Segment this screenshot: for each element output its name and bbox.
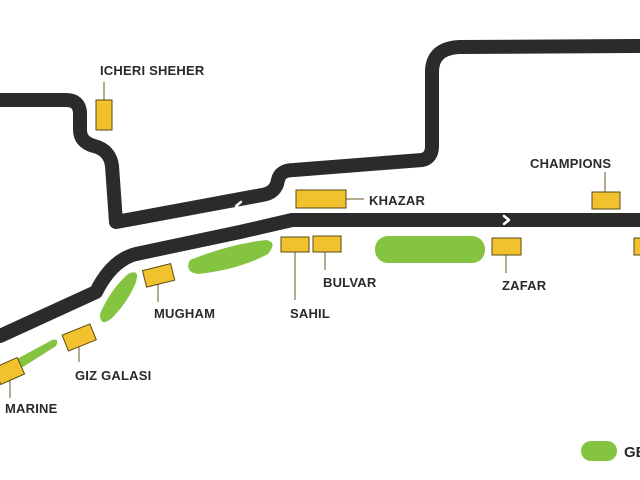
label-giz-galasi: GIZ GALASI bbox=[75, 368, 151, 383]
green-area-giz-galasi bbox=[100, 272, 137, 323]
leader-lines bbox=[9, 82, 606, 398]
label-icheri-sheher: ICHERI SHEHER bbox=[100, 63, 205, 78]
zone-labels: ICHERI SHEHER CHAMPIONS KHAZAR BULVAR ZA… bbox=[5, 63, 611, 416]
chevron-arrow-icon bbox=[234, 200, 243, 212]
chevron-arrow-icon bbox=[502, 214, 511, 226]
legend: GE bbox=[581, 441, 640, 461]
label-mugham: MUGHAM bbox=[154, 306, 215, 321]
legend-grandstand-label: GE bbox=[624, 444, 640, 461]
grandstand-marker-icon[interactable] bbox=[280, 236, 310, 253]
label-zafar: ZAFAR bbox=[502, 278, 547, 293]
race-track bbox=[0, 39, 640, 343]
grandstand-marker-icon[interactable] bbox=[491, 237, 522, 256]
label-khazar: KHAZAR bbox=[369, 193, 425, 208]
label-marine: MARINE bbox=[5, 401, 58, 416]
grandstand-marker-icon[interactable] bbox=[312, 235, 342, 253]
grandstand-marker-icon[interactable] bbox=[141, 263, 176, 288]
green-area-bulvar bbox=[375, 236, 485, 263]
grandstand-marker-icon[interactable] bbox=[95, 99, 113, 131]
legend-green-swatch bbox=[581, 441, 617, 461]
grandstand-marker-icon[interactable] bbox=[61, 323, 97, 352]
zone-markers bbox=[0, 99, 640, 386]
direction-arrows bbox=[234, 200, 511, 226]
grandstand-marker-icon[interactable] bbox=[0, 356, 26, 386]
grandstand-marker-icon[interactable] bbox=[633, 237, 640, 256]
label-sahil: SAHIL bbox=[290, 306, 330, 321]
label-champions: CHAMPIONS bbox=[530, 156, 611, 171]
green-area-mugham bbox=[188, 240, 273, 274]
label-bulvar: BULVAR bbox=[323, 275, 377, 290]
track-group bbox=[0, 39, 640, 343]
grandstand-marker-icon[interactable] bbox=[295, 189, 347, 209]
grandstand-marker-icon[interactable] bbox=[591, 191, 621, 210]
